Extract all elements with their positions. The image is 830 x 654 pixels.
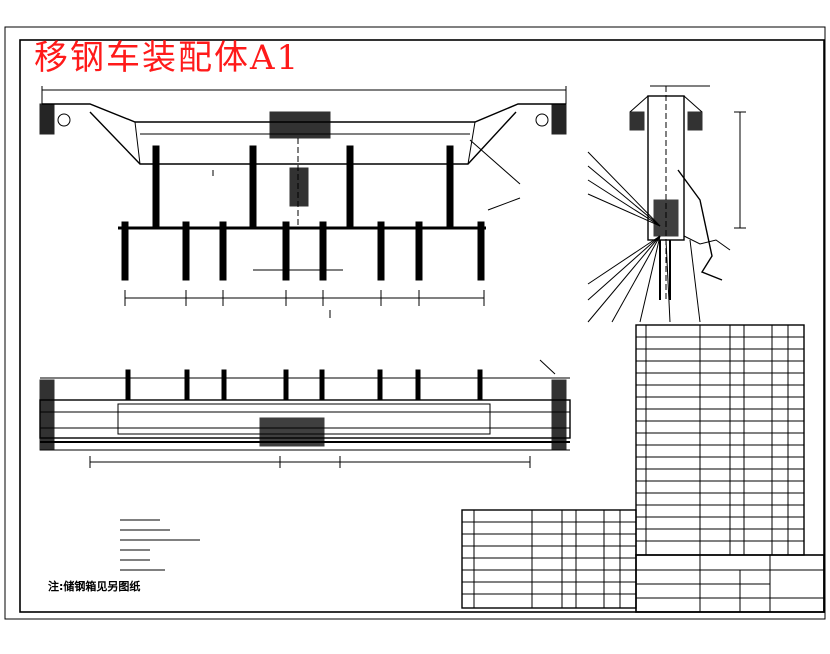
drawing-note: 注:储钢箱见另图纸 (48, 580, 141, 593)
plan-view (39, 359, 571, 468)
lower-parts-list (461, 509, 637, 609)
inner-frame (19, 39, 825, 613)
title-block (635, 554, 825, 613)
technical-notes (120, 519, 200, 571)
outer-frame (4, 26, 826, 620)
front-view (39, 86, 567, 318)
drawing-title: 移钢车装配体A1 (34, 38, 301, 78)
side-view (587, 85, 746, 323)
parts-list (635, 324, 805, 556)
